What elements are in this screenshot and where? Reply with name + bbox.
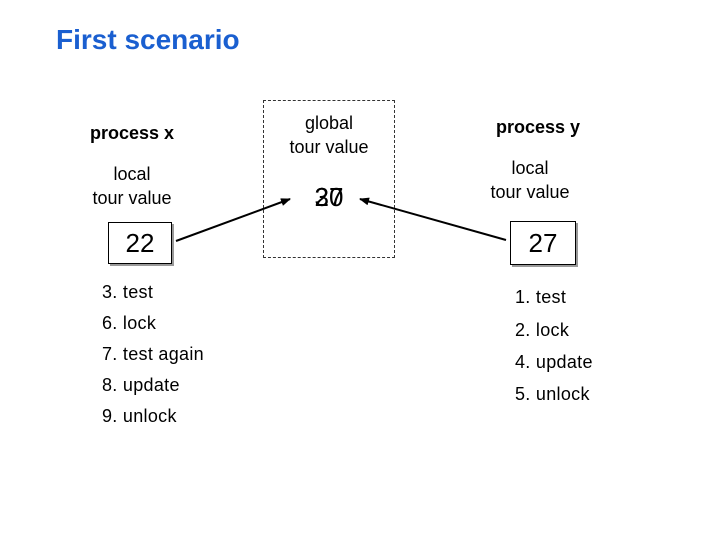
global-tour-box (263, 100, 395, 258)
process-x-title: process x (89, 123, 175, 143)
process-x-value: 22 (125, 227, 155, 258)
global-tour-value: 30 27 (305, 179, 353, 215)
global-tour-label-line1: global (304, 113, 354, 133)
global-tour-label-line2: tour value (289, 137, 369, 157)
slide-title: First scenario (56, 24, 240, 55)
process-y-title: process y (495, 117, 581, 137)
arrow-y-to-global (359, 197, 507, 241)
global-tour-value-old: 30 (314, 182, 344, 212)
process-x-local-label: local tour value (72, 162, 192, 210)
arrow-x-to-global (175, 198, 291, 242)
process-y-local-label: local tour value (470, 156, 590, 204)
process-y-step: 5. unlock (515, 384, 590, 404)
process-x-step: 8. update (102, 375, 180, 395)
process-y-step: 4. update (515, 352, 593, 372)
process-x-local-label-line2: tour value (92, 188, 172, 208)
process-x-step: 3. test (102, 282, 154, 302)
process-y-step: 2. lock (515, 320, 570, 340)
process-y-local-label-line1: local (511, 158, 549, 178)
global-tour-label: global tour value (263, 111, 395, 159)
process-x-local-label-line1: local (113, 164, 151, 184)
process-x-step: 9. unlock (102, 406, 177, 426)
process-x-step: 7. test again (102, 344, 204, 364)
process-x-value-box: 22 (108, 222, 172, 264)
process-y-step: 1. test (515, 287, 567, 307)
process-y-value: 27 (528, 227, 558, 258)
global-tour-value-new: 27 (314, 182, 344, 212)
process-x-step: 6. lock (102, 313, 157, 333)
process-y-value-box: 27 (510, 221, 576, 265)
process-y-local-label-line2: tour value (490, 182, 570, 202)
